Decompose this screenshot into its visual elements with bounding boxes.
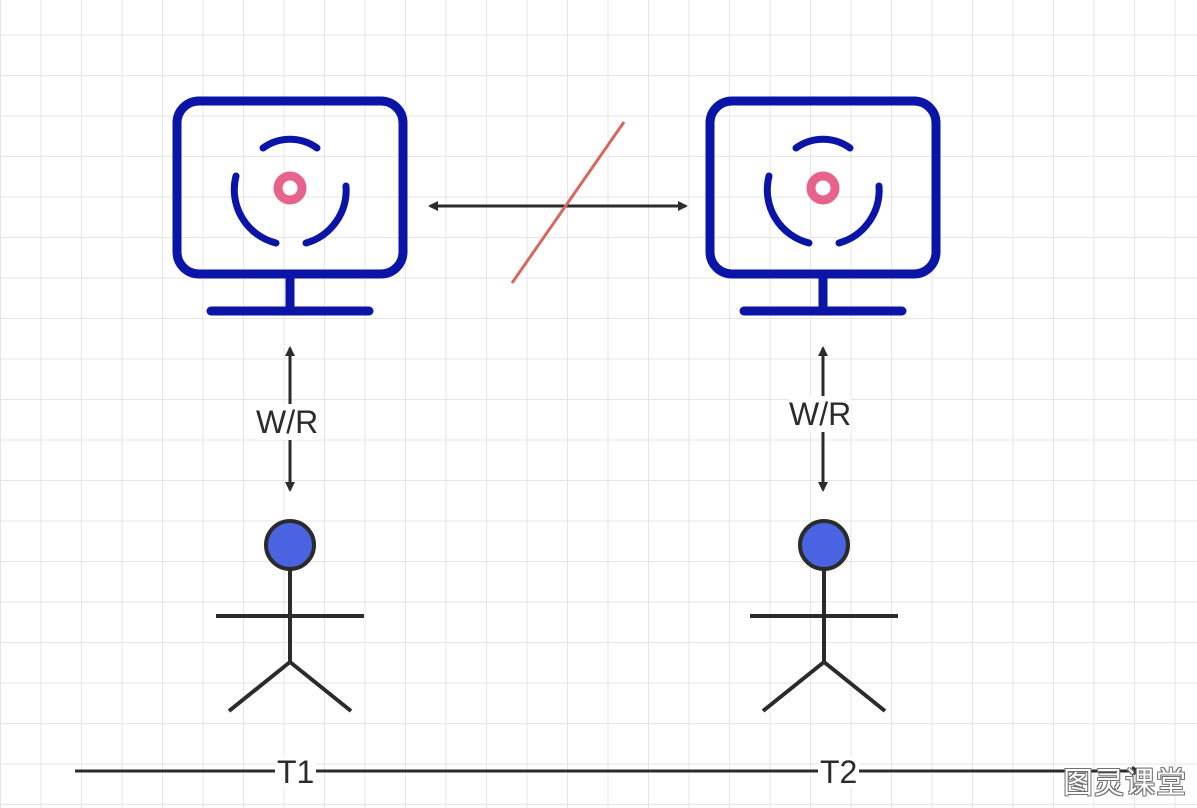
person-icon-left (216, 519, 364, 713)
time-label-t1: T1 (275, 754, 317, 790)
monitor-icon-left (172, 96, 408, 316)
right-rw-label: W/R (789, 396, 852, 432)
person-icon-right (750, 519, 898, 713)
watermark: 图灵课堂 (1063, 766, 1187, 801)
camera-icon-right (763, 135, 883, 247)
time-label-t2: T2 (818, 754, 860, 790)
camera-icon-left (230, 135, 350, 247)
link-blocked-slash (510, 121, 626, 284)
monitor-icon-right (705, 96, 941, 316)
left-rw-label: W/R (256, 404, 319, 440)
